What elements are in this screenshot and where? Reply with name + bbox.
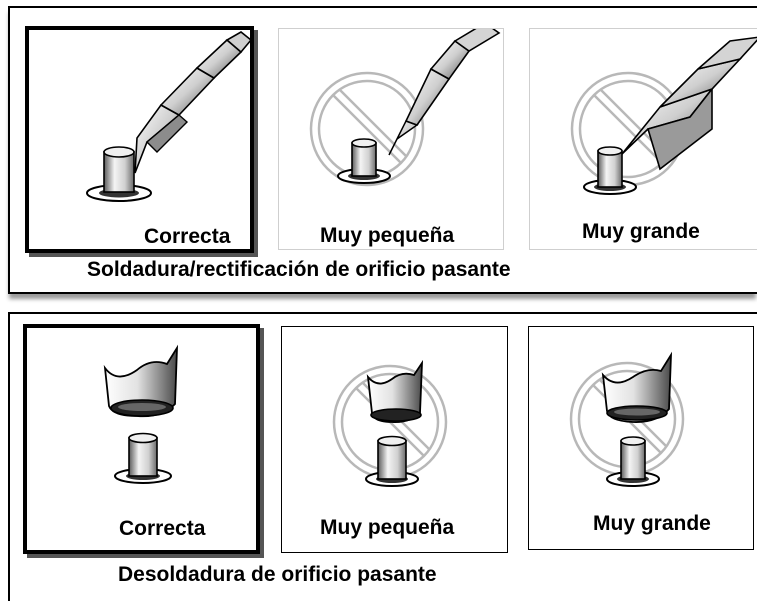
- through-hole-desoldering-panel: Correcta Muy pequeña: [8, 312, 757, 601]
- desoldering-nozzle-correct-icon: [103, 344, 179, 484]
- option-caption: Muy grande: [582, 220, 700, 243]
- option-correct: Correcta: [25, 26, 254, 253]
- chisel-tip-correct-icon: [86, 31, 251, 202]
- option-caption: Correcta: [144, 225, 231, 248]
- option-caption: Muy pequeña: [320, 516, 455, 539]
- option-too-small: Muy pequeña: [278, 28, 504, 250]
- option-caption: Muy pequeña: [320, 224, 455, 247]
- option-too-small: Muy pequeña: [281, 326, 508, 553]
- desoldering-nozzle-too-small-icon: [332, 359, 448, 487]
- wide-chisel-tip-too-large-icon: [570, 36, 757, 195]
- section-title: Desoldadura de orificio pasante: [118, 563, 437, 586]
- option-too-large: Muy grande: [528, 326, 754, 550]
- prohibited-icon: [309, 71, 425, 187]
- option-too-large: Muy grande: [529, 28, 757, 250]
- option-caption: Correcta: [119, 517, 206, 540]
- desoldering-nozzle-too-large-icon: [569, 351, 685, 487]
- through-hole-soldering-panel: Correcta Muy pequeña: [8, 6, 757, 294]
- option-caption: Muy grande: [593, 512, 711, 535]
- section-title: Soldadura/rectificación de orificio pasa…: [87, 258, 511, 281]
- conical-tip-too-small-icon: [309, 29, 501, 187]
- option-correct: Correcta: [23, 324, 260, 554]
